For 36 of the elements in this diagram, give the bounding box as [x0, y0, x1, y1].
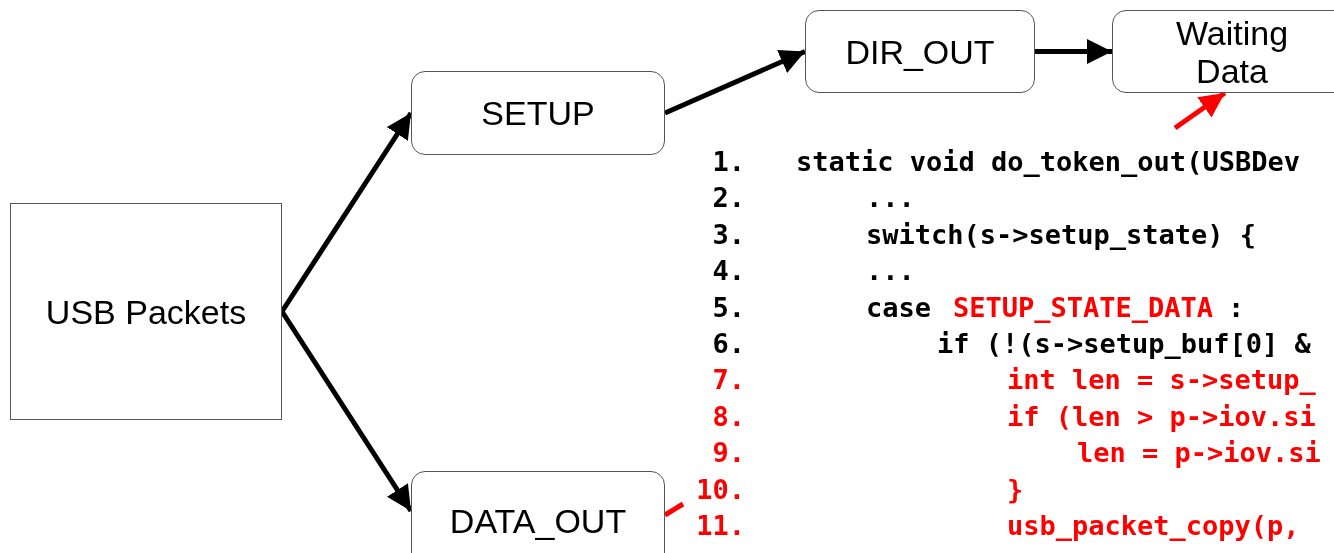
state-box: [411, 71, 665, 155]
state-box: [1112, 10, 1334, 93]
code-line: ...: [866, 255, 915, 288]
code-line: if (len > p->iov.si: [1007, 400, 1316, 433]
code-line: }: [1007, 473, 1024, 506]
line-number: 1.: [712, 146, 745, 178]
state-box: [805, 10, 1035, 93]
process-box: [10, 203, 282, 420]
line-number: 3.: [712, 218, 745, 251]
code-line: switch(s->setup_state) {: [866, 218, 1257, 251]
state-box: [411, 471, 665, 553]
code-constant: SETUP_STATE_DATA: [953, 291, 1214, 324]
line-number: 5.: [712, 291, 745, 324]
node-label: DIR_OUT: [845, 32, 995, 71]
code-line: if (!(s->setup_buf[0] &: [937, 328, 1311, 360]
node-label: USB Packets: [45, 292, 247, 331]
line-number: 7.: [712, 364, 745, 397]
line-number: 10.: [696, 473, 745, 506]
code-line: static void do_token_out(USBDev: [796, 146, 1300, 178]
line-number: 11.: [696, 510, 745, 542]
line-number: 9.: [712, 437, 745, 470]
code-line: int len = s->setup_: [1007, 364, 1316, 397]
code-line: len = p->iov.si: [1077, 437, 1321, 470]
node-label: DATA_OUT: [449, 502, 627, 540]
code-line: ...: [866, 182, 915, 215]
line-number: 8.: [712, 400, 745, 433]
arrow: [1035, 39, 1112, 64]
node-label: Waiting Data: [1174, 13, 1290, 90]
code-keyword: case: [866, 291, 932, 324]
node-label: SETUP: [481, 94, 595, 132]
code-punctuation: :: [1228, 291, 1245, 324]
arrow: [664, 49, 806, 116]
code-line: usb_packet_copy(p,: [1007, 510, 1300, 542]
line-number: 4.: [712, 255, 745, 288]
line-number: 6.: [712, 328, 745, 360]
line-number: 2.: [712, 182, 745, 215]
